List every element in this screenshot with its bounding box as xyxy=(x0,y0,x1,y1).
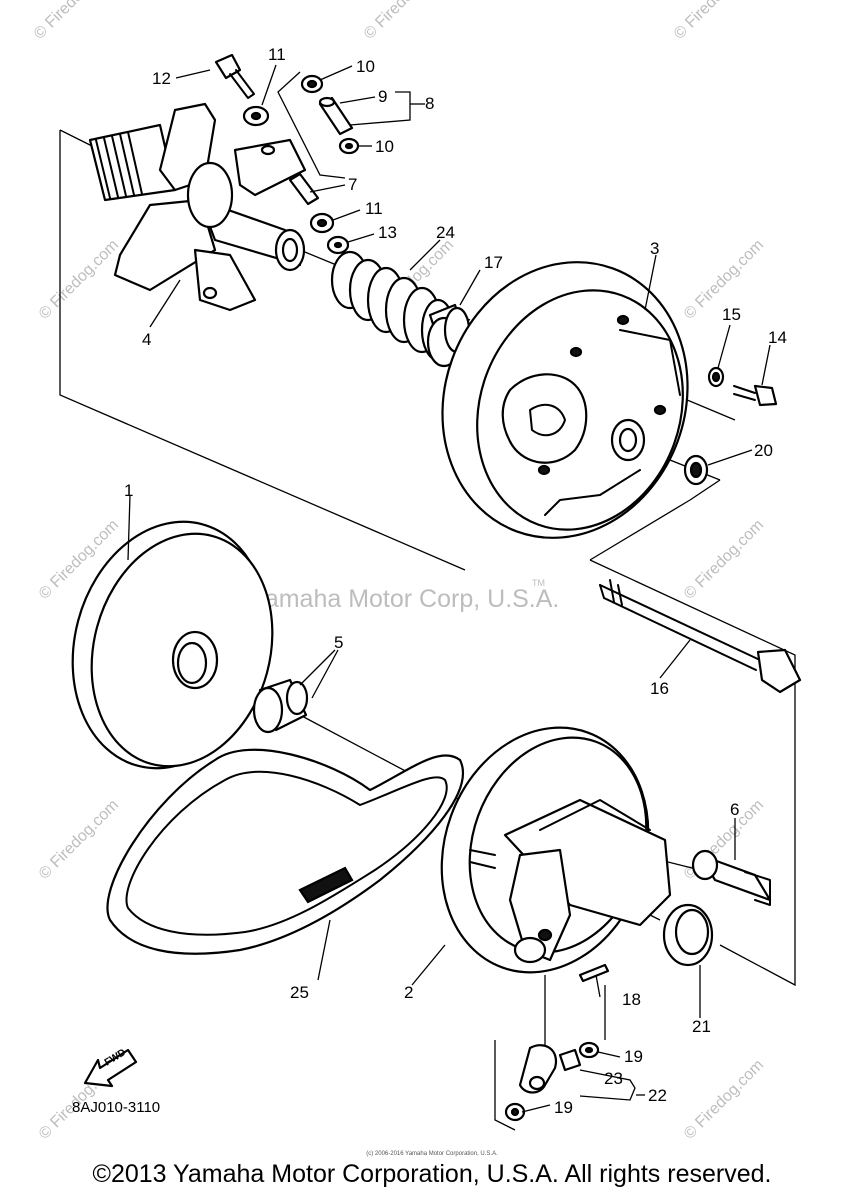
yamaha-watermark: Yamaha Motor Corp, U.S.A. xyxy=(250,585,559,613)
part-washer-11 xyxy=(242,105,270,127)
part-spider-4 xyxy=(88,102,307,312)
part-bushing-13 xyxy=(326,235,350,255)
callout-17: 17 xyxy=(484,253,503,272)
copyright-footer: ©2013 Yamaha Motor Corporation, U.S.A. A… xyxy=(92,1160,772,1188)
watermark-text: © Firedog.com xyxy=(681,1056,767,1142)
callout-6: 6 xyxy=(730,800,739,819)
callout-18: 18 xyxy=(622,990,641,1009)
part-sleeve-6 xyxy=(691,849,772,906)
callout-20: 20 xyxy=(754,441,773,460)
callout-leaders xyxy=(127,64,771,1113)
callout-19: 19 xyxy=(624,1047,643,1066)
callout-19: 19 xyxy=(554,1098,573,1117)
part-bushing-21 xyxy=(662,903,714,967)
watermark-text: © Firedog.com xyxy=(361,0,447,43)
part-cap-3 xyxy=(441,261,689,539)
part-bushing-5 xyxy=(252,678,309,734)
callout-14: 14 xyxy=(768,328,787,347)
part-bolt-12 xyxy=(214,53,255,99)
part-bolt-16 xyxy=(599,579,802,694)
callout-8: 8 xyxy=(425,94,434,113)
watermark-text: © Firedog.com xyxy=(31,0,117,43)
callout-11: 11 xyxy=(365,199,383,218)
trademark-mark: TM xyxy=(532,578,545,588)
fwd-arrow-icon: FWD xyxy=(83,1047,138,1088)
callout-10: 10 xyxy=(356,57,375,76)
callout-4: 4 xyxy=(142,330,151,349)
callout-24: 24 xyxy=(436,223,455,242)
callout-1: 1 xyxy=(124,481,133,500)
drawing-code: 8AJ010-3110 xyxy=(72,1099,160,1116)
part-washer-15 xyxy=(707,366,725,388)
callout-3: 3 xyxy=(650,239,659,258)
callout-5: 5 xyxy=(334,633,343,652)
part-pin-18 xyxy=(578,963,610,983)
part-sheave-1 xyxy=(71,520,274,770)
callout-10: 10 xyxy=(375,137,394,156)
part-pin-7 xyxy=(288,172,320,206)
callout-15: 15 xyxy=(722,305,741,324)
part-movable-sheave-2 xyxy=(440,726,672,974)
watermark-text: © Firedog.com xyxy=(671,0,757,43)
part-washer-20 xyxy=(683,454,709,486)
callout-16: 16 xyxy=(650,679,669,698)
callout-21: 21 xyxy=(692,1017,711,1036)
part-washer-11b xyxy=(309,212,335,234)
part-pin-assembly-8 xyxy=(300,74,360,155)
part-belt-25 xyxy=(106,748,464,955)
part-weight-assembly-22 xyxy=(504,1041,600,1122)
part-bolt-14 xyxy=(733,384,778,407)
callout-22: 22 xyxy=(648,1086,667,1105)
callout-13: 13 xyxy=(378,223,397,242)
callouts: 12 11 10 9 8 10 7 11 13 24 17 3 4 15 14 … xyxy=(124,45,787,1117)
callout-12: 12 xyxy=(152,69,171,88)
callout-23: 23 xyxy=(604,1069,623,1088)
callout-2: 2 xyxy=(404,983,413,1002)
callout-9: 9 xyxy=(378,87,387,106)
watermark-text: © Firedog.com xyxy=(681,516,767,602)
callout-11: 11 xyxy=(268,45,286,64)
watermark-text: © Firedog.com xyxy=(36,796,122,882)
callout-7: 7 xyxy=(348,175,357,194)
small-copyright: (c) 2006-2016 Yamaha Motor Corporation, … xyxy=(366,1151,498,1157)
callout-25: 25 xyxy=(290,983,309,1002)
watermark-text: © Firedog.com xyxy=(36,236,122,322)
